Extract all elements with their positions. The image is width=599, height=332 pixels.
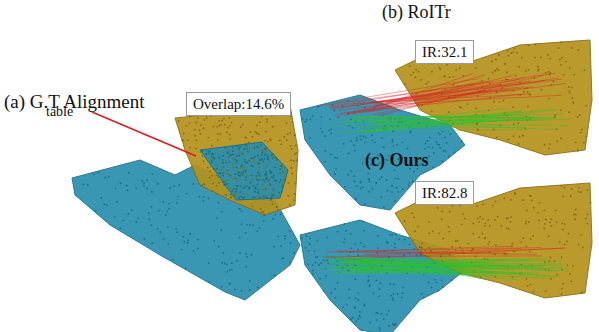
correspondence-line <box>322 255 542 257</box>
point-texture <box>83 172 295 292</box>
value-box: IR:82.8 <box>415 181 474 205</box>
correspondence-line <box>374 78 525 109</box>
correspondence-line <box>359 117 508 133</box>
correspondence-line <box>360 116 525 117</box>
correspondence-line <box>369 87 525 103</box>
panel-label: (c) Ours <box>365 150 428 171</box>
callout-label: table <box>46 104 73 120</box>
correspondence-line <box>371 84 501 102</box>
leader-line <box>92 112 196 156</box>
point-texture <box>201 143 286 200</box>
correspondence-line <box>372 130 526 131</box>
panel-label: (b) RoITr <box>382 2 451 23</box>
metric-text: Overlap:14.6% <box>193 95 284 113</box>
correspondence-line <box>332 80 545 108</box>
metric-text: IR:82.8 <box>422 184 467 202</box>
correspondence-line <box>339 83 566 113</box>
metric-text: IR:32.1 <box>422 43 467 61</box>
correspondence-line <box>374 90 513 103</box>
correspondence-line <box>377 119 569 124</box>
point-cloud <box>395 183 592 298</box>
value-box: Overlap:14.6% <box>186 92 291 116</box>
value-box: IR:32.1 <box>415 40 474 64</box>
correspondence-line <box>373 124 568 125</box>
correspondence-line <box>330 262 561 264</box>
correspondence-line <box>345 75 485 116</box>
correspondence-line <box>324 263 477 270</box>
correspondence-line <box>336 273 470 274</box>
correspondence-line <box>326 258 561 276</box>
point-texture <box>300 221 452 331</box>
point-cloud <box>200 142 288 200</box>
panel-label: (a) G.T Alignment <box>4 91 145 113</box>
